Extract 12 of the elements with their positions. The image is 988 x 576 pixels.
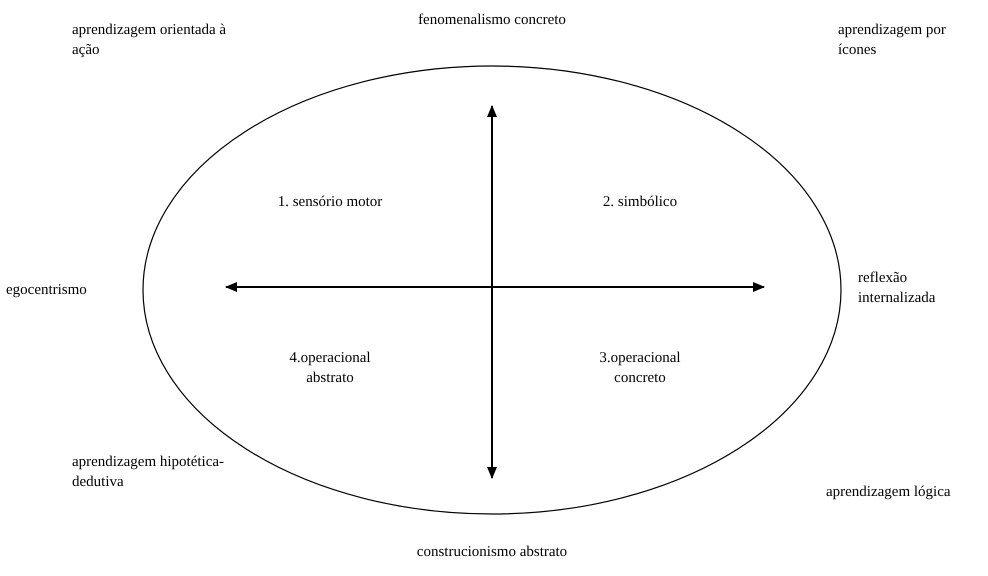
- axis-label: aprendizagem orientada à ação: [72, 21, 228, 60]
- axis-label: aprendizagem lógica: [826, 483, 952, 502]
- axis-label: aprendizagem por ícones: [838, 21, 947, 60]
- axis-label: construcionismo abstrato: [416, 543, 568, 562]
- axis-label: egocentrismo: [6, 281, 88, 300]
- axis-label: aprendizagem hipotética-dedutiva: [72, 453, 226, 492]
- axis-label: reflexão internalizada: [858, 269, 936, 308]
- quadrant-label: 3.operacional concreto: [598, 349, 682, 388]
- quadrant-label: 2. simbólico: [602, 193, 678, 212]
- quadrant-label: 4.operacional abstrato: [288, 349, 372, 388]
- axis-label: fenomenalismo concreto: [417, 11, 567, 30]
- quadrant-label: 1. sensório motor: [276, 193, 384, 212]
